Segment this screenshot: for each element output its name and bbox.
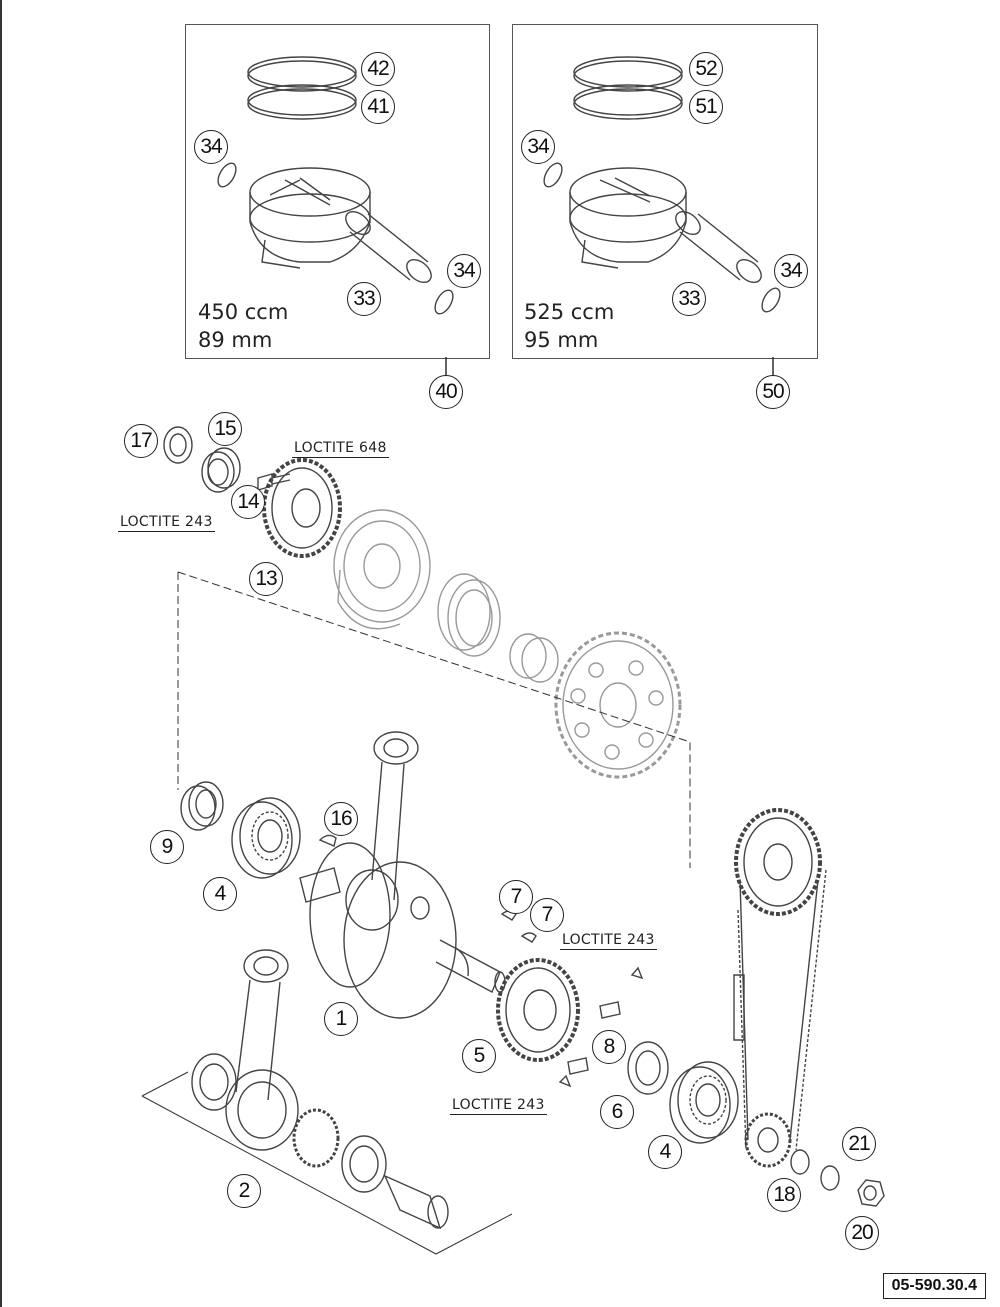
loctite-243-label: LOCTITE 243 bbox=[450, 1097, 547, 1115]
main-bearing-4-left bbox=[231, 797, 301, 879]
page-left-border bbox=[0, 0, 2, 1307]
callout-33: 33 bbox=[347, 282, 381, 316]
callout-41: 41 bbox=[361, 90, 395, 124]
callout-18: 18 bbox=[767, 1178, 801, 1212]
needle-bearing-ring bbox=[437, 573, 501, 657]
callout-13: 13 bbox=[249, 562, 283, 596]
piston-clip-450-b bbox=[434, 289, 454, 315]
connecting-rod-2 bbox=[191, 949, 449, 1230]
callout-21: 21 bbox=[842, 1127, 876, 1161]
callout-7: 7 bbox=[530, 898, 564, 932]
callout-50: 50 bbox=[756, 375, 790, 409]
callout-42: 42 bbox=[361, 52, 395, 86]
callout-34: 34 bbox=[194, 130, 228, 164]
callout-5: 5 bbox=[462, 1039, 496, 1073]
kit-450-displacement: 450 ccm bbox=[198, 300, 289, 324]
callout-34: 34 bbox=[774, 254, 808, 288]
timing-gear-5 bbox=[496, 958, 580, 1062]
woodruff-key-16 bbox=[318, 834, 337, 847]
piston-450 bbox=[249, 167, 371, 269]
screws-8 bbox=[558, 966, 644, 1088]
crankshaft-1 bbox=[299, 842, 506, 1019]
loctite-648-label: LOCTITE 648 bbox=[292, 440, 389, 458]
callout-33: 33 bbox=[672, 282, 706, 316]
callout-34: 34 bbox=[447, 254, 481, 288]
diagram-reference-number: 05-590.30.4 bbox=[882, 1273, 986, 1299]
balancer-gear-large bbox=[554, 631, 682, 779]
washer-6 bbox=[627, 1041, 669, 1095]
callout-4: 4 bbox=[648, 1135, 682, 1169]
seal-ring-9 bbox=[180, 781, 224, 831]
callout-40: 40 bbox=[429, 375, 463, 409]
callout-6: 6 bbox=[600, 1095, 634, 1129]
piston-rings-525 bbox=[573, 56, 683, 120]
piston-kit-box-525 bbox=[512, 24, 818, 359]
callout-8: 8 bbox=[592, 1030, 626, 1064]
callout-15: 15 bbox=[208, 412, 242, 446]
seal-ring-17 bbox=[163, 426, 193, 464]
timing-chain bbox=[733, 808, 827, 1168]
callout-9: 9 bbox=[150, 830, 184, 864]
loctite-243-label: LOCTITE 243 bbox=[560, 932, 657, 950]
main-bearing-4-right bbox=[669, 1061, 739, 1144]
callout-16: 16 bbox=[324, 802, 358, 836]
callout-14: 14 bbox=[231, 485, 265, 519]
piston-rings-450 bbox=[247, 56, 357, 120]
kit-525-bore: 95 mm bbox=[524, 328, 599, 352]
washer-21 bbox=[820, 1165, 840, 1191]
piston-pin-450 bbox=[345, 210, 432, 284]
kit-450-bore: 89 mm bbox=[198, 328, 273, 352]
piston-clip-450-a bbox=[217, 162, 237, 188]
callout-17: 17 bbox=[124, 424, 158, 458]
piston-pin-525 bbox=[675, 210, 762, 284]
loctite-243-label: LOCTITE 243 bbox=[118, 514, 215, 532]
piston-clip-525-b bbox=[761, 287, 781, 313]
callout-52: 52 bbox=[689, 52, 723, 86]
kit-525-displacement: 525 ccm bbox=[524, 300, 615, 324]
callout-2: 2 bbox=[227, 1174, 261, 1208]
connecting-rod-upper bbox=[345, 731, 419, 931]
bearing-15 bbox=[201, 447, 241, 493]
nut-20 bbox=[857, 1179, 885, 1207]
callout-1: 1 bbox=[324, 1002, 358, 1036]
callout-7: 7 bbox=[499, 880, 533, 914]
callout-51: 51 bbox=[689, 90, 723, 124]
piston-525 bbox=[569, 167, 687, 269]
callout-4: 4 bbox=[203, 877, 237, 911]
callout-34: 34 bbox=[521, 130, 555, 164]
circlip-18 bbox=[790, 1149, 810, 1175]
piston-clip-525-a bbox=[543, 162, 563, 188]
piston-kit-box-450 bbox=[185, 24, 490, 359]
gear-13 bbox=[262, 458, 342, 558]
balancer-shaft bbox=[333, 509, 431, 630]
callout-20: 20 bbox=[845, 1216, 879, 1250]
needle-cage bbox=[509, 633, 559, 683]
